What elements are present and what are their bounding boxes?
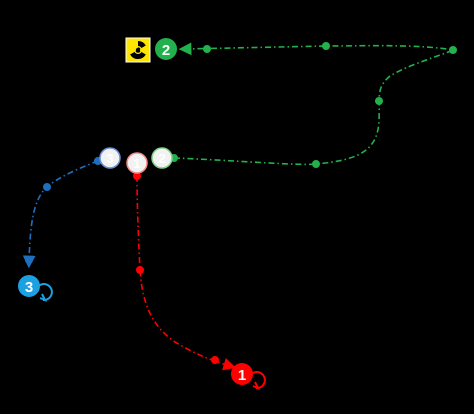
green-path [170, 42, 457, 168]
waypoint [449, 46, 457, 54]
start-marker-label: 3 [106, 151, 113, 166]
start-marker-label: 1 [133, 156, 140, 171]
end-marker-label: 3 [25, 279, 33, 296]
end-marker-1[interactable]: 1 [231, 363, 266, 390]
radiation-icon [125, 37, 151, 63]
start-marker-2[interactable]: 2 [151, 147, 173, 169]
waypoint [322, 42, 330, 50]
loop-icon [36, 283, 53, 302]
waypoint [25, 256, 33, 264]
start-marker-1[interactable]: 1 [126, 152, 148, 174]
end-marker-label: 2 [162, 42, 170, 59]
blue-path [22, 157, 102, 269]
waypoint [312, 160, 320, 168]
waypoint [211, 356, 219, 364]
waypoint [375, 97, 383, 105]
waypoint [133, 172, 141, 180]
start-marker-3[interactable]: 3 [99, 147, 121, 169]
red-path [133, 172, 237, 371]
waypoint [136, 266, 144, 274]
start-marker-label: 2 [158, 151, 165, 166]
waypoint [43, 183, 51, 191]
end-marker-3[interactable]: 3 [18, 275, 53, 302]
end-marker-label: 1 [238, 367, 246, 384]
end-marker-2[interactable]: 2 [155, 38, 177, 60]
loop-icon [249, 371, 266, 390]
waypoint [203, 45, 211, 53]
